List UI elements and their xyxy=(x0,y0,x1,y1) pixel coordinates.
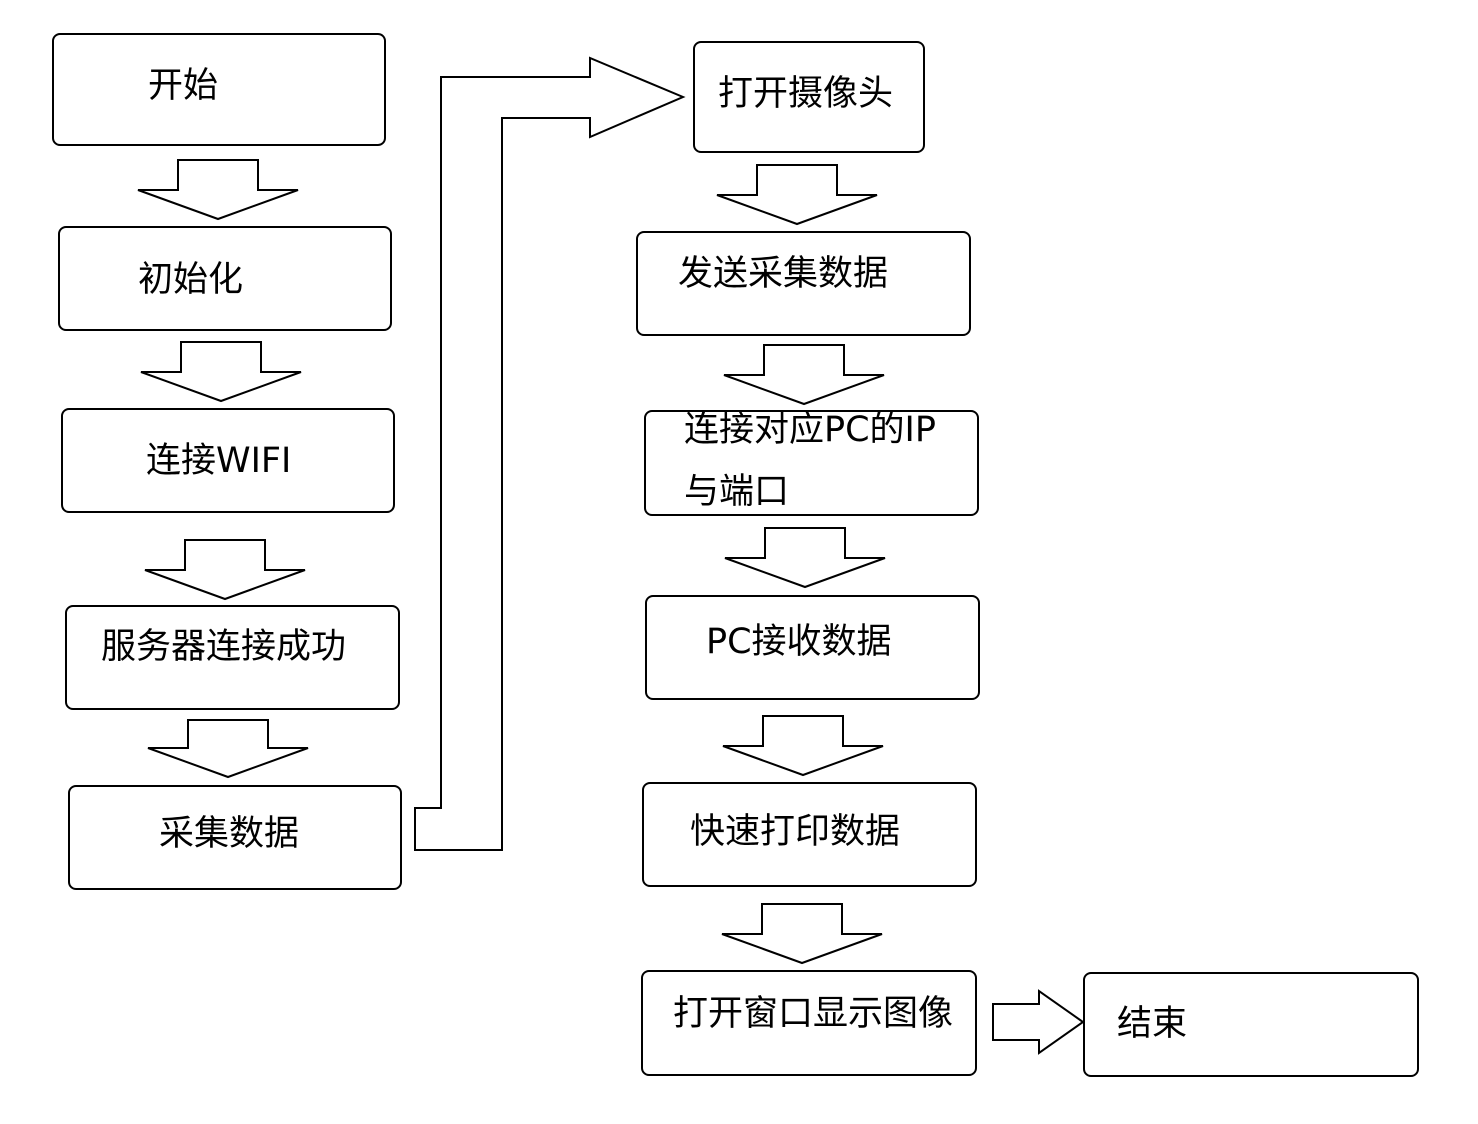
node-server-connected xyxy=(65,605,400,710)
down-arrow-4 xyxy=(147,719,309,779)
node-end-label: 结束 xyxy=(1117,1004,1188,1044)
node-fast-print-label: 快速打印数据 xyxy=(690,812,901,852)
down-arrow-6 xyxy=(723,344,885,406)
node-fast-print xyxy=(642,782,977,887)
node-pc-receive-label: PC接收数据 xyxy=(706,622,892,662)
node-connect-pc-label-line2: 与端口 xyxy=(684,472,790,512)
node-send-data-label: 发送采集数据 xyxy=(678,254,889,294)
node-open-camera xyxy=(693,41,925,153)
node-init-label: 初始化 xyxy=(138,260,244,300)
node-start-label: 开始 xyxy=(148,66,219,106)
down-arrow-3 xyxy=(144,539,306,601)
node-collect-data xyxy=(68,785,402,890)
down-arrow-8 xyxy=(722,715,884,777)
node-open-camera-label: 打开摄像头 xyxy=(718,74,894,114)
down-arrow-2 xyxy=(140,341,302,403)
node-open-window-label: 打开窗口显示图像 xyxy=(673,994,954,1034)
connector-arrow xyxy=(414,56,686,851)
node-end xyxy=(1083,972,1419,1077)
node-connect-pc-label-line1: 连接对应PC的IP xyxy=(684,410,936,450)
node-send-data xyxy=(636,231,971,336)
down-arrow-1 xyxy=(137,159,299,221)
down-arrow-7 xyxy=(724,527,886,589)
down-arrow-9 xyxy=(721,903,883,965)
node-pc-receive xyxy=(645,595,980,700)
node-connect-wifi xyxy=(61,408,395,513)
right-arrow-end xyxy=(992,989,1085,1055)
node-connect-pc xyxy=(644,410,979,516)
node-server-connected-label: 服务器连接成功 xyxy=(101,627,347,667)
down-arrow-5 xyxy=(716,164,878,226)
node-start xyxy=(52,33,386,146)
node-init xyxy=(58,226,392,331)
node-connect-wifi-label: 连接WIFI xyxy=(146,441,292,481)
node-collect-data-label: 采集数据 xyxy=(159,814,300,854)
node-open-window xyxy=(641,970,977,1076)
